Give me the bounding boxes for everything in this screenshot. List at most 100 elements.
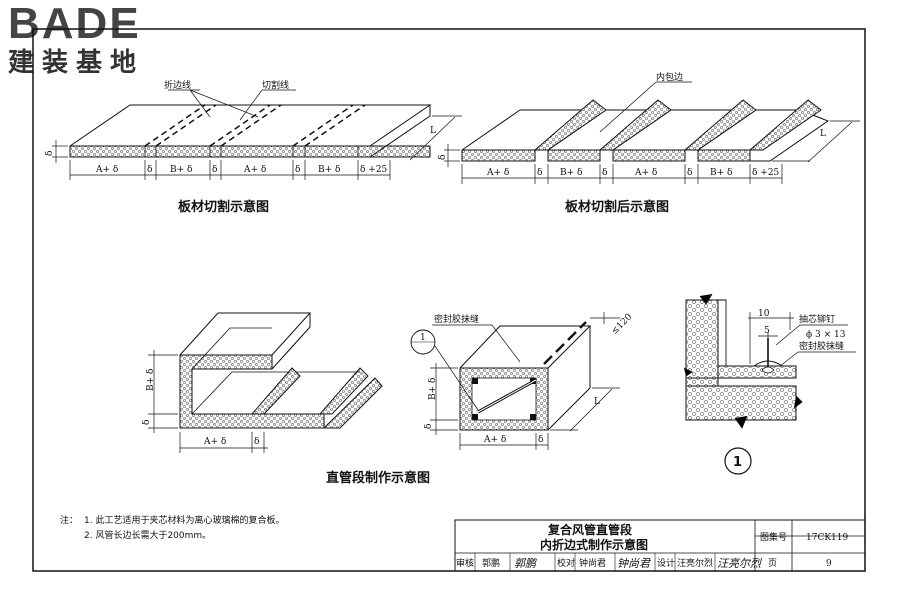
check-label: 校对: [557, 557, 575, 569]
label-rivet: 抽芯铆钉: [799, 313, 835, 325]
length-dim-right: [772, 120, 860, 163]
rivet-leader: 抽芯铆钉 ϕ 3 × 13: [775, 313, 848, 346]
dim-thickness-bl: δ: [142, 420, 152, 425]
notes: 注： 1. 此工艺适用于夹芯材料为离心玻璃棉的复合板。 2. 风管长边长需大于2…: [60, 514, 284, 541]
fold-lines: [144, 104, 366, 147]
spacing-label: ≤120: [610, 312, 635, 337]
sheet-border: [32, 28, 866, 572]
detail-dims: [748, 312, 794, 364]
length-dim-mid: [550, 387, 620, 432]
detail-sealant-leader: 密封胶抹缝: [779, 340, 856, 367]
dim-b2: B+ δ: [318, 165, 340, 175]
dim-thickness-mid: δ: [424, 424, 434, 429]
partial-fold-diagram: B+ δ δ A+ δ δ: [142, 312, 383, 453]
break-lines: [683, 293, 803, 429]
label-inner-fold: 内包边: [656, 71, 683, 83]
note-1: 1. 此工艺适用于夹芯材料为离心玻璃棉的复合板。: [84, 514, 284, 526]
dim-width-thickness-mid: δ: [538, 435, 543, 445]
detail-callout: 1: [410, 329, 479, 411]
dim-height-bl: B+ δ: [146, 369, 156, 391]
check-name: 钟尚君: [579, 557, 606, 569]
review-signature: 郭鹏: [514, 557, 537, 570]
assembled-duct-diagram: 密封胶抹缝 ≤120 1 B+ δ δ A+ δ δ: [410, 312, 635, 450]
dim-r-a2: A+ δ: [634, 168, 657, 178]
detail-number: 1: [733, 455, 742, 470]
dim-r-b2: B+ δ: [710, 168, 732, 178]
dim-r-a1: A+ δ: [486, 168, 509, 178]
caption-panel-after-cut: 板材切割后示意图: [565, 199, 669, 215]
inner-fold-leader: 内包边: [599, 71, 692, 133]
panel-cut-diagram: 折边线 切割线 δ L: [45, 79, 462, 215]
dim-r-d3: δ: [687, 168, 692, 178]
dim-thickness-right: δ: [438, 155, 448, 160]
thickness-dim: [52, 140, 68, 163]
dim-d1: δ: [147, 165, 152, 175]
dim-width-thickness-bl: δ: [254, 437, 259, 447]
review-name: 郭鹏: [482, 557, 500, 569]
label-sealant-detail: 密封胶抹缝: [799, 340, 844, 352]
label-cut-line: 切割线: [262, 79, 289, 91]
dim-r-d2: δ: [602, 168, 607, 178]
page-label: 页: [768, 558, 777, 569]
atlas-label: 图集号: [760, 531, 787, 543]
title-line-2: 内折边式制作示意图: [540, 537, 648, 552]
height-dim-bl: [148, 350, 178, 433]
dim-thickness: δ: [45, 151, 55, 156]
detail-callout-number: 1: [420, 333, 426, 343]
logo-main-text: BADE: [8, 0, 141, 48]
thickness-dim-right: [444, 144, 460, 167]
page-number: 9: [826, 559, 832, 569]
dim-a2: A+ δ: [243, 165, 266, 175]
dim-5: 5: [764, 326, 770, 336]
height-dim-mid: [430, 363, 458, 435]
note-2: 2. 风管长边长需大于200mm。: [84, 529, 211, 541]
bottom-inner-folds: [250, 367, 383, 429]
title-line-1: 复合风管直管段: [547, 522, 633, 537]
width-dim-bl: [179, 432, 268, 453]
atlas-number: 17CK119: [806, 533, 849, 543]
spacing-dim: [590, 312, 620, 324]
check-signature: 钟尚君: [617, 557, 652, 570]
bottom-dim-line: [69, 160, 391, 180]
fold-line-leader: 折边线: [164, 79, 259, 118]
sealant-leader: 密封胶抹缝: [432, 313, 521, 363]
dim-length-mid: L: [594, 397, 600, 407]
review-label: 审核: [456, 557, 474, 569]
joint-detail-diagram: 10 5 抽芯铆钉 ϕ 3 × 13 密封胶抹缝 1: [683, 293, 856, 475]
design-signature: 汪亮尔烈: [717, 557, 763, 570]
title-block: 复合风管直管段 内折边式制作示意图 图集号 17CK119 审核 郭鹏 郭鹏 校…: [454, 519, 866, 572]
caption-panel-cut: 板材切割示意图: [178, 199, 269, 215]
label-rivet-spec: ϕ 3 × 13: [806, 330, 846, 340]
dim-length-right: L: [820, 129, 826, 139]
dim-height-mid: B+ δ: [428, 378, 438, 400]
panel-after-cut-diagram: 内包边 δ L A+ δ δ B+ δ δ A+: [438, 71, 860, 215]
cut-line-leader: 切割线: [239, 79, 296, 121]
dim-d2: δ: [212, 165, 217, 175]
label-sealant-mid: 密封胶抹缝: [434, 313, 479, 325]
label-fold-line: 折边线: [164, 79, 191, 91]
dim-width-bl: A+ δ: [203, 437, 226, 447]
bade-logo: BADE 建装基地: [8, 0, 145, 79]
inner-folds: [533, 99, 822, 151]
cut-gaps: [144, 146, 359, 157]
dim-10: 10: [758, 309, 770, 319]
dim-b1: B+ δ: [170, 165, 192, 175]
dim-length: L: [430, 126, 436, 136]
length-dim: [372, 115, 462, 161]
logo-sub-text: 建装基地: [8, 48, 145, 78]
dim-r-d1: δ: [537, 168, 542, 178]
dim-a1: A+ δ: [95, 165, 118, 175]
width-dim-mid: [459, 433, 549, 450]
design-name: 汪亮尔烈: [677, 557, 713, 569]
dim-d4: δ +25: [360, 165, 388, 175]
dim-d3: δ: [295, 165, 300, 175]
bottom-dim-line-right: [461, 164, 783, 184]
dim-r-d4: δ +25: [752, 168, 780, 178]
seam-dashes: [543, 321, 587, 365]
dim-width-mid: A+ δ: [483, 435, 506, 445]
design-label: 设计: [657, 557, 675, 569]
dim-r-b1: B+ δ: [560, 168, 582, 178]
notes-prefix: 注：: [60, 514, 78, 526]
caption-straight-duct: 直管段制作示意图: [326, 470, 430, 486]
